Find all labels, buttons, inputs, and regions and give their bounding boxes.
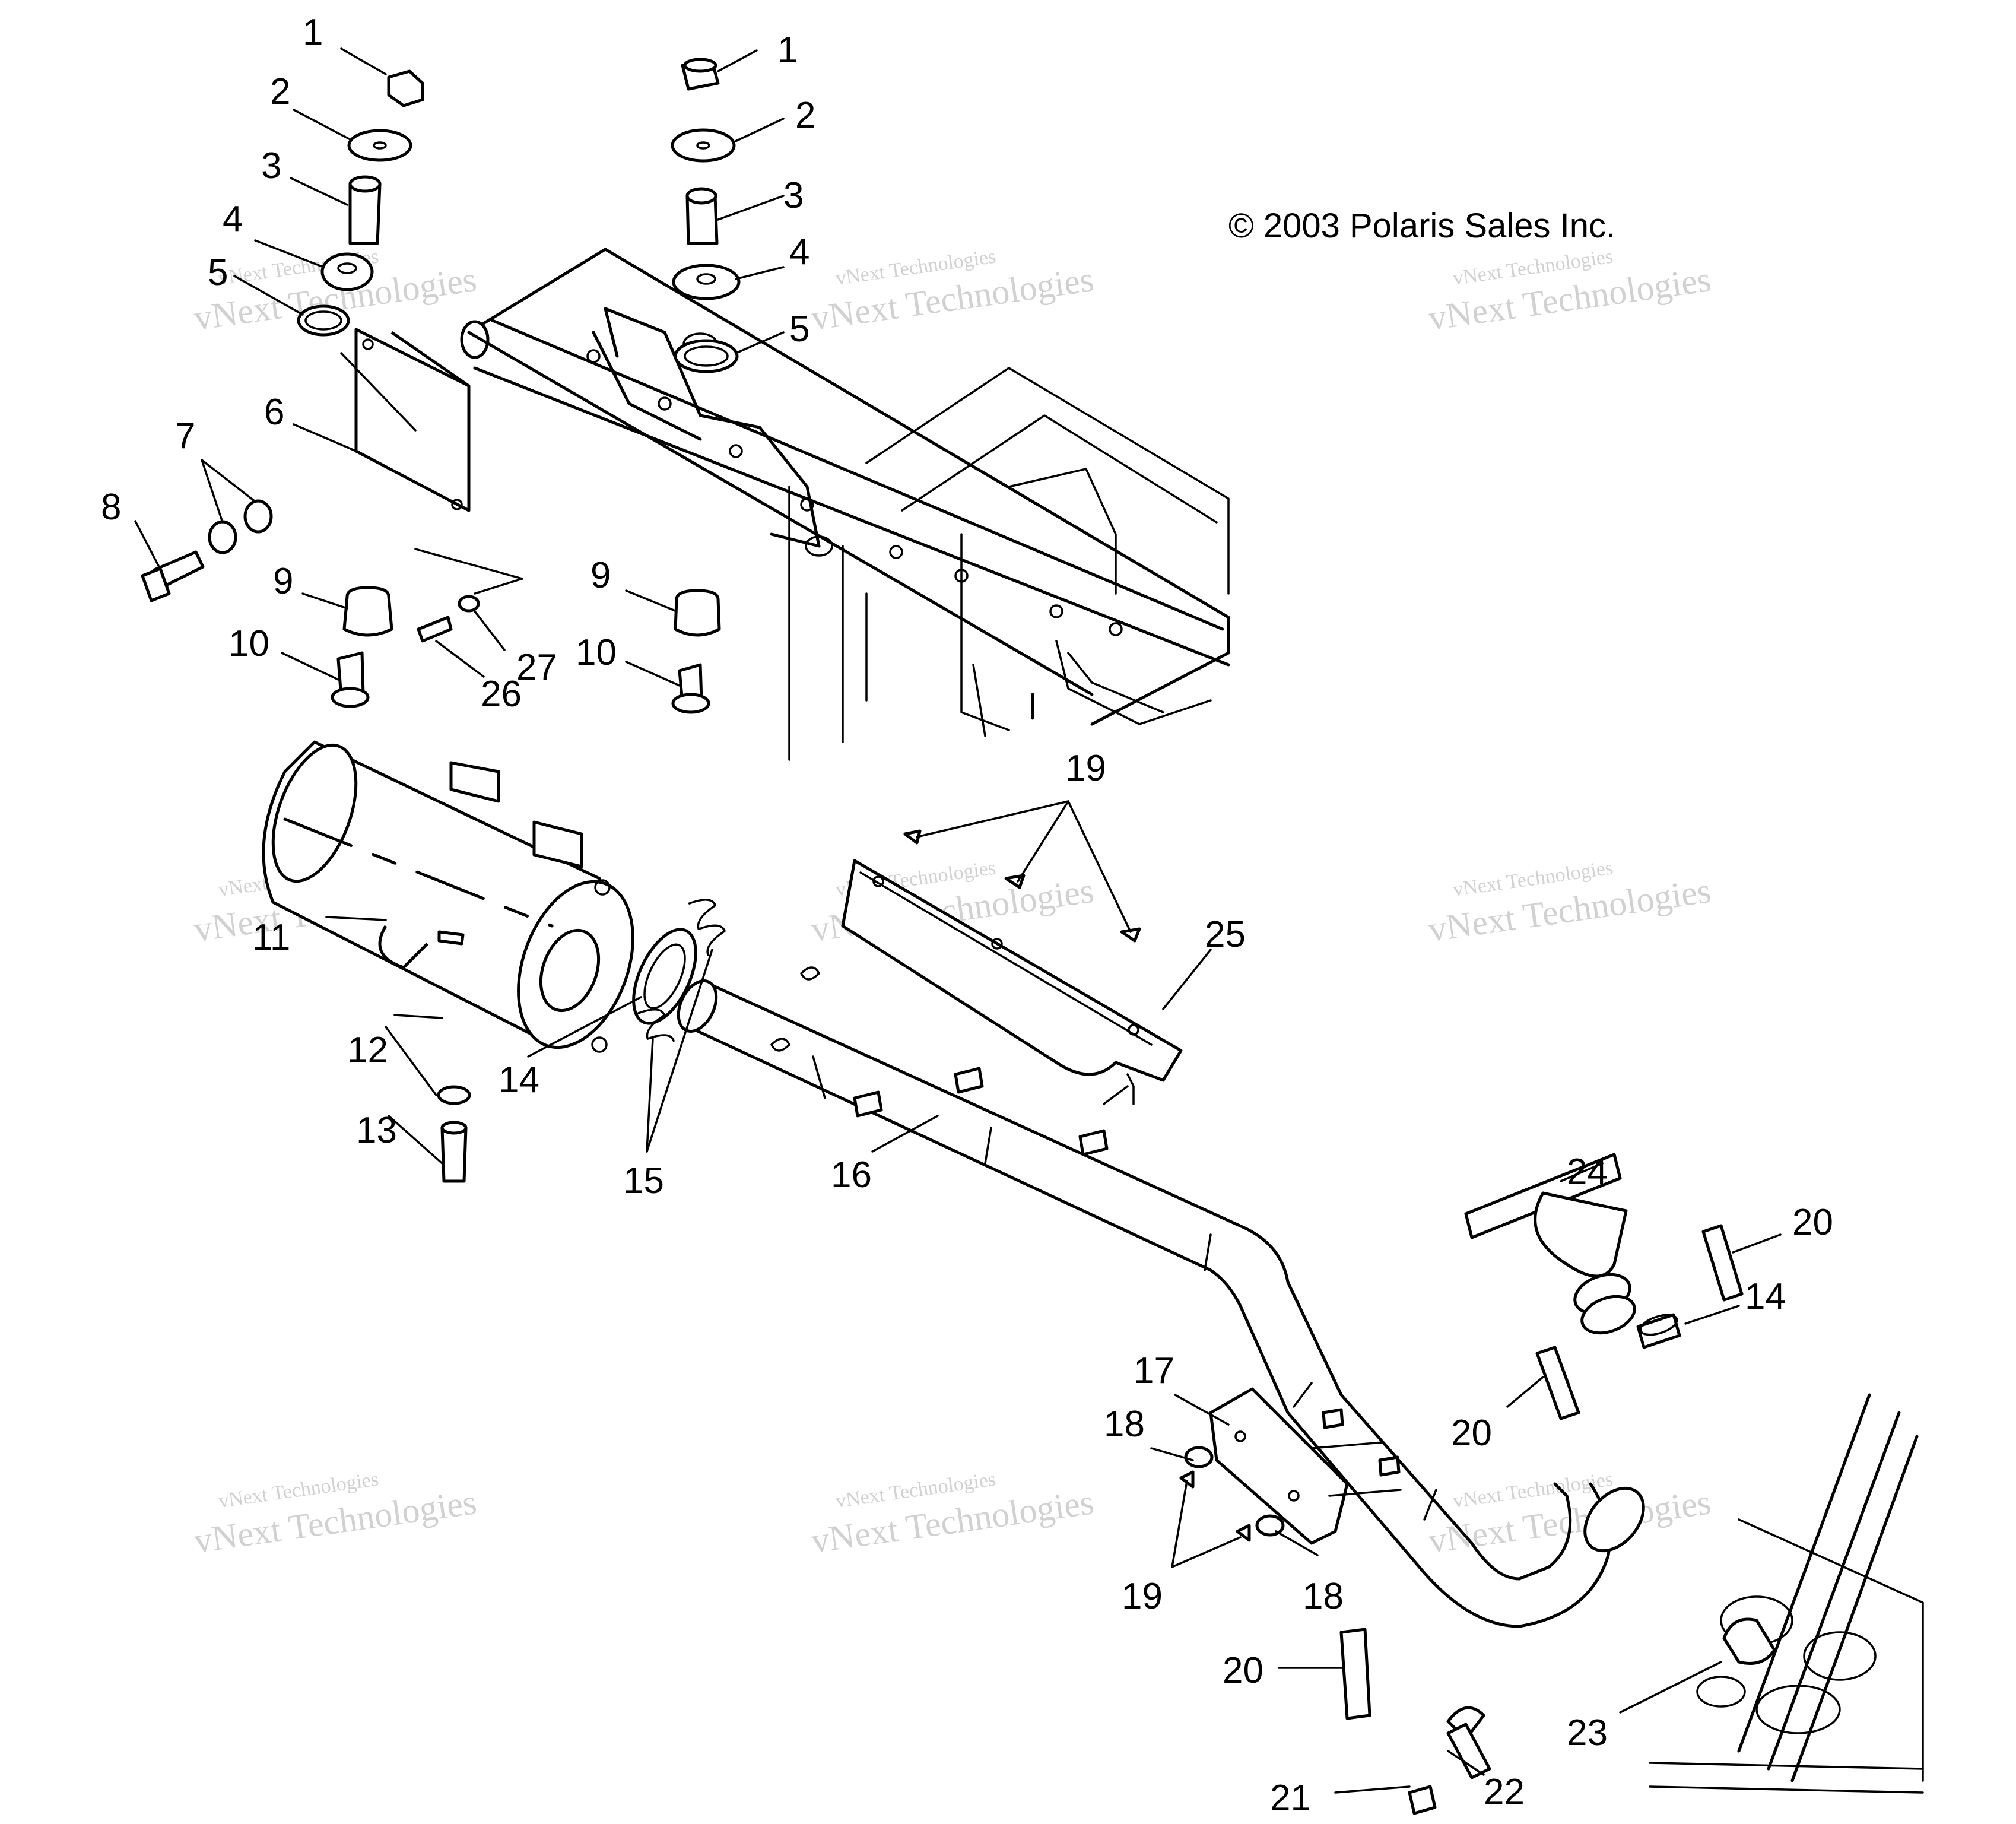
bolt-icon bbox=[417, 616, 453, 643]
washer-icon bbox=[671, 128, 736, 163]
callout-11: 11 bbox=[252, 917, 290, 958]
o-ring-icon bbox=[674, 339, 739, 373]
callout-16: 16 bbox=[831, 1154, 872, 1195]
callout-12: 12 bbox=[347, 1030, 388, 1071]
callout-9: 9 bbox=[273, 561, 293, 602]
callout-8: 8 bbox=[101, 487, 121, 528]
pipe-clip-icon bbox=[1322, 1408, 1344, 1429]
screw-icon bbox=[1236, 1524, 1251, 1542]
head-pipe bbox=[677, 966, 1645, 1628]
engine-head bbox=[1408, 1393, 1924, 1815]
gasket-icon bbox=[1636, 1313, 1681, 1349]
leader-lines bbox=[134, 47, 1782, 1794]
callout-20: 20 bbox=[1451, 1413, 1492, 1454]
callout-23: 23 bbox=[1567, 1712, 1608, 1753]
callout-2: 2 bbox=[270, 71, 290, 112]
callout-10: 10 bbox=[576, 632, 617, 673]
callout-14: 14 bbox=[1745, 1276, 1786, 1317]
heat-shield-lower bbox=[1179, 1387, 1402, 1545]
washer-icon bbox=[243, 499, 273, 534]
washer-icon bbox=[347, 129, 412, 162]
callout-4: 4 bbox=[789, 231, 809, 272]
callout-5: 5 bbox=[208, 252, 228, 293]
callout-19: 19 bbox=[1065, 748, 1106, 789]
washer-icon bbox=[437, 1085, 471, 1105]
callout-20: 20 bbox=[1223, 1650, 1263, 1691]
washer-icon bbox=[1184, 1446, 1214, 1468]
callout-22: 22 bbox=[1484, 1772, 1525, 1813]
grommet-icon bbox=[674, 589, 721, 637]
grommet-icon bbox=[672, 264, 741, 300]
callout-1: 1 bbox=[303, 12, 323, 53]
callout-21: 21 bbox=[1270, 1778, 1311, 1819]
left-mount-hardware bbox=[141, 69, 480, 708]
callout-9: 9 bbox=[590, 555, 611, 596]
clip-icon bbox=[800, 966, 820, 981]
muffler bbox=[262, 740, 634, 1183]
spring-icon bbox=[1535, 1346, 1580, 1420]
callout-1: 1 bbox=[777, 30, 798, 71]
nut-icon bbox=[458, 595, 480, 613]
callout-15: 15 bbox=[623, 1160, 664, 1201]
copyright-notice: © 2003 Polaris Sales Inc. bbox=[1228, 207, 1615, 245]
callout-26: 26 bbox=[481, 674, 522, 715]
callout-3: 3 bbox=[783, 175, 804, 216]
spring-icon bbox=[688, 899, 726, 956]
nut-icon bbox=[387, 69, 424, 107]
exhaust-flange bbox=[1339, 1153, 1744, 1720]
callout-7: 7 bbox=[175, 415, 195, 456]
washer-icon bbox=[1255, 1514, 1285, 1537]
pipe-clip-icon bbox=[853, 1090, 883, 1118]
pipe-clip-icon bbox=[1378, 1455, 1401, 1477]
bolt-icon bbox=[440, 1126, 468, 1183]
callout-14: 14 bbox=[499, 1059, 539, 1100]
pipe-clip-icon bbox=[1078, 1129, 1109, 1156]
clip-icon bbox=[770, 1038, 790, 1052]
bracket-icon bbox=[354, 328, 471, 512]
callout-18: 18 bbox=[1303, 1576, 1344, 1617]
callout-27: 27 bbox=[516, 647, 557, 688]
gasket-icon bbox=[632, 928, 697, 1025]
gasket-and-springs bbox=[632, 899, 726, 1042]
center-mount-hardware bbox=[671, 58, 741, 714]
callout-5: 5 bbox=[789, 309, 809, 350]
callout-3: 3 bbox=[261, 145, 281, 186]
callout-13: 13 bbox=[356, 1110, 397, 1151]
washer-icon bbox=[208, 520, 237, 554]
frame-crossmember bbox=[460, 248, 1230, 761]
spring-icon bbox=[1339, 1628, 1371, 1720]
callout-2: 2 bbox=[795, 95, 815, 136]
callout-4: 4 bbox=[223, 199, 243, 240]
callout-24: 24 bbox=[1567, 1152, 1608, 1192]
grommet-icon bbox=[342, 586, 393, 637]
grommet-icon bbox=[320, 252, 374, 291]
callout-6: 6 bbox=[264, 392, 284, 433]
callout-20: 20 bbox=[1792, 1202, 1833, 1243]
callout-17: 17 bbox=[1134, 1350, 1174, 1391]
nut-icon bbox=[1408, 1785, 1437, 1815]
spacer-icon bbox=[348, 182, 382, 245]
callout-10: 10 bbox=[228, 623, 269, 664]
callout-18: 18 bbox=[1104, 1404, 1145, 1445]
stud-icon bbox=[1446, 1723, 1491, 1779]
spring-icon bbox=[637, 1008, 675, 1042]
callout-25: 25 bbox=[1205, 914, 1246, 955]
callout-19: 19 bbox=[1122, 1576, 1163, 1617]
spring-icon bbox=[1701, 1224, 1744, 1302]
pipe-clip-icon bbox=[954, 1067, 984, 1094]
callout-labels: 1 2 3 4 5 1 2 3 4 5 6 7 8 9 10 9 10 26 2… bbox=[101, 12, 1833, 1819]
